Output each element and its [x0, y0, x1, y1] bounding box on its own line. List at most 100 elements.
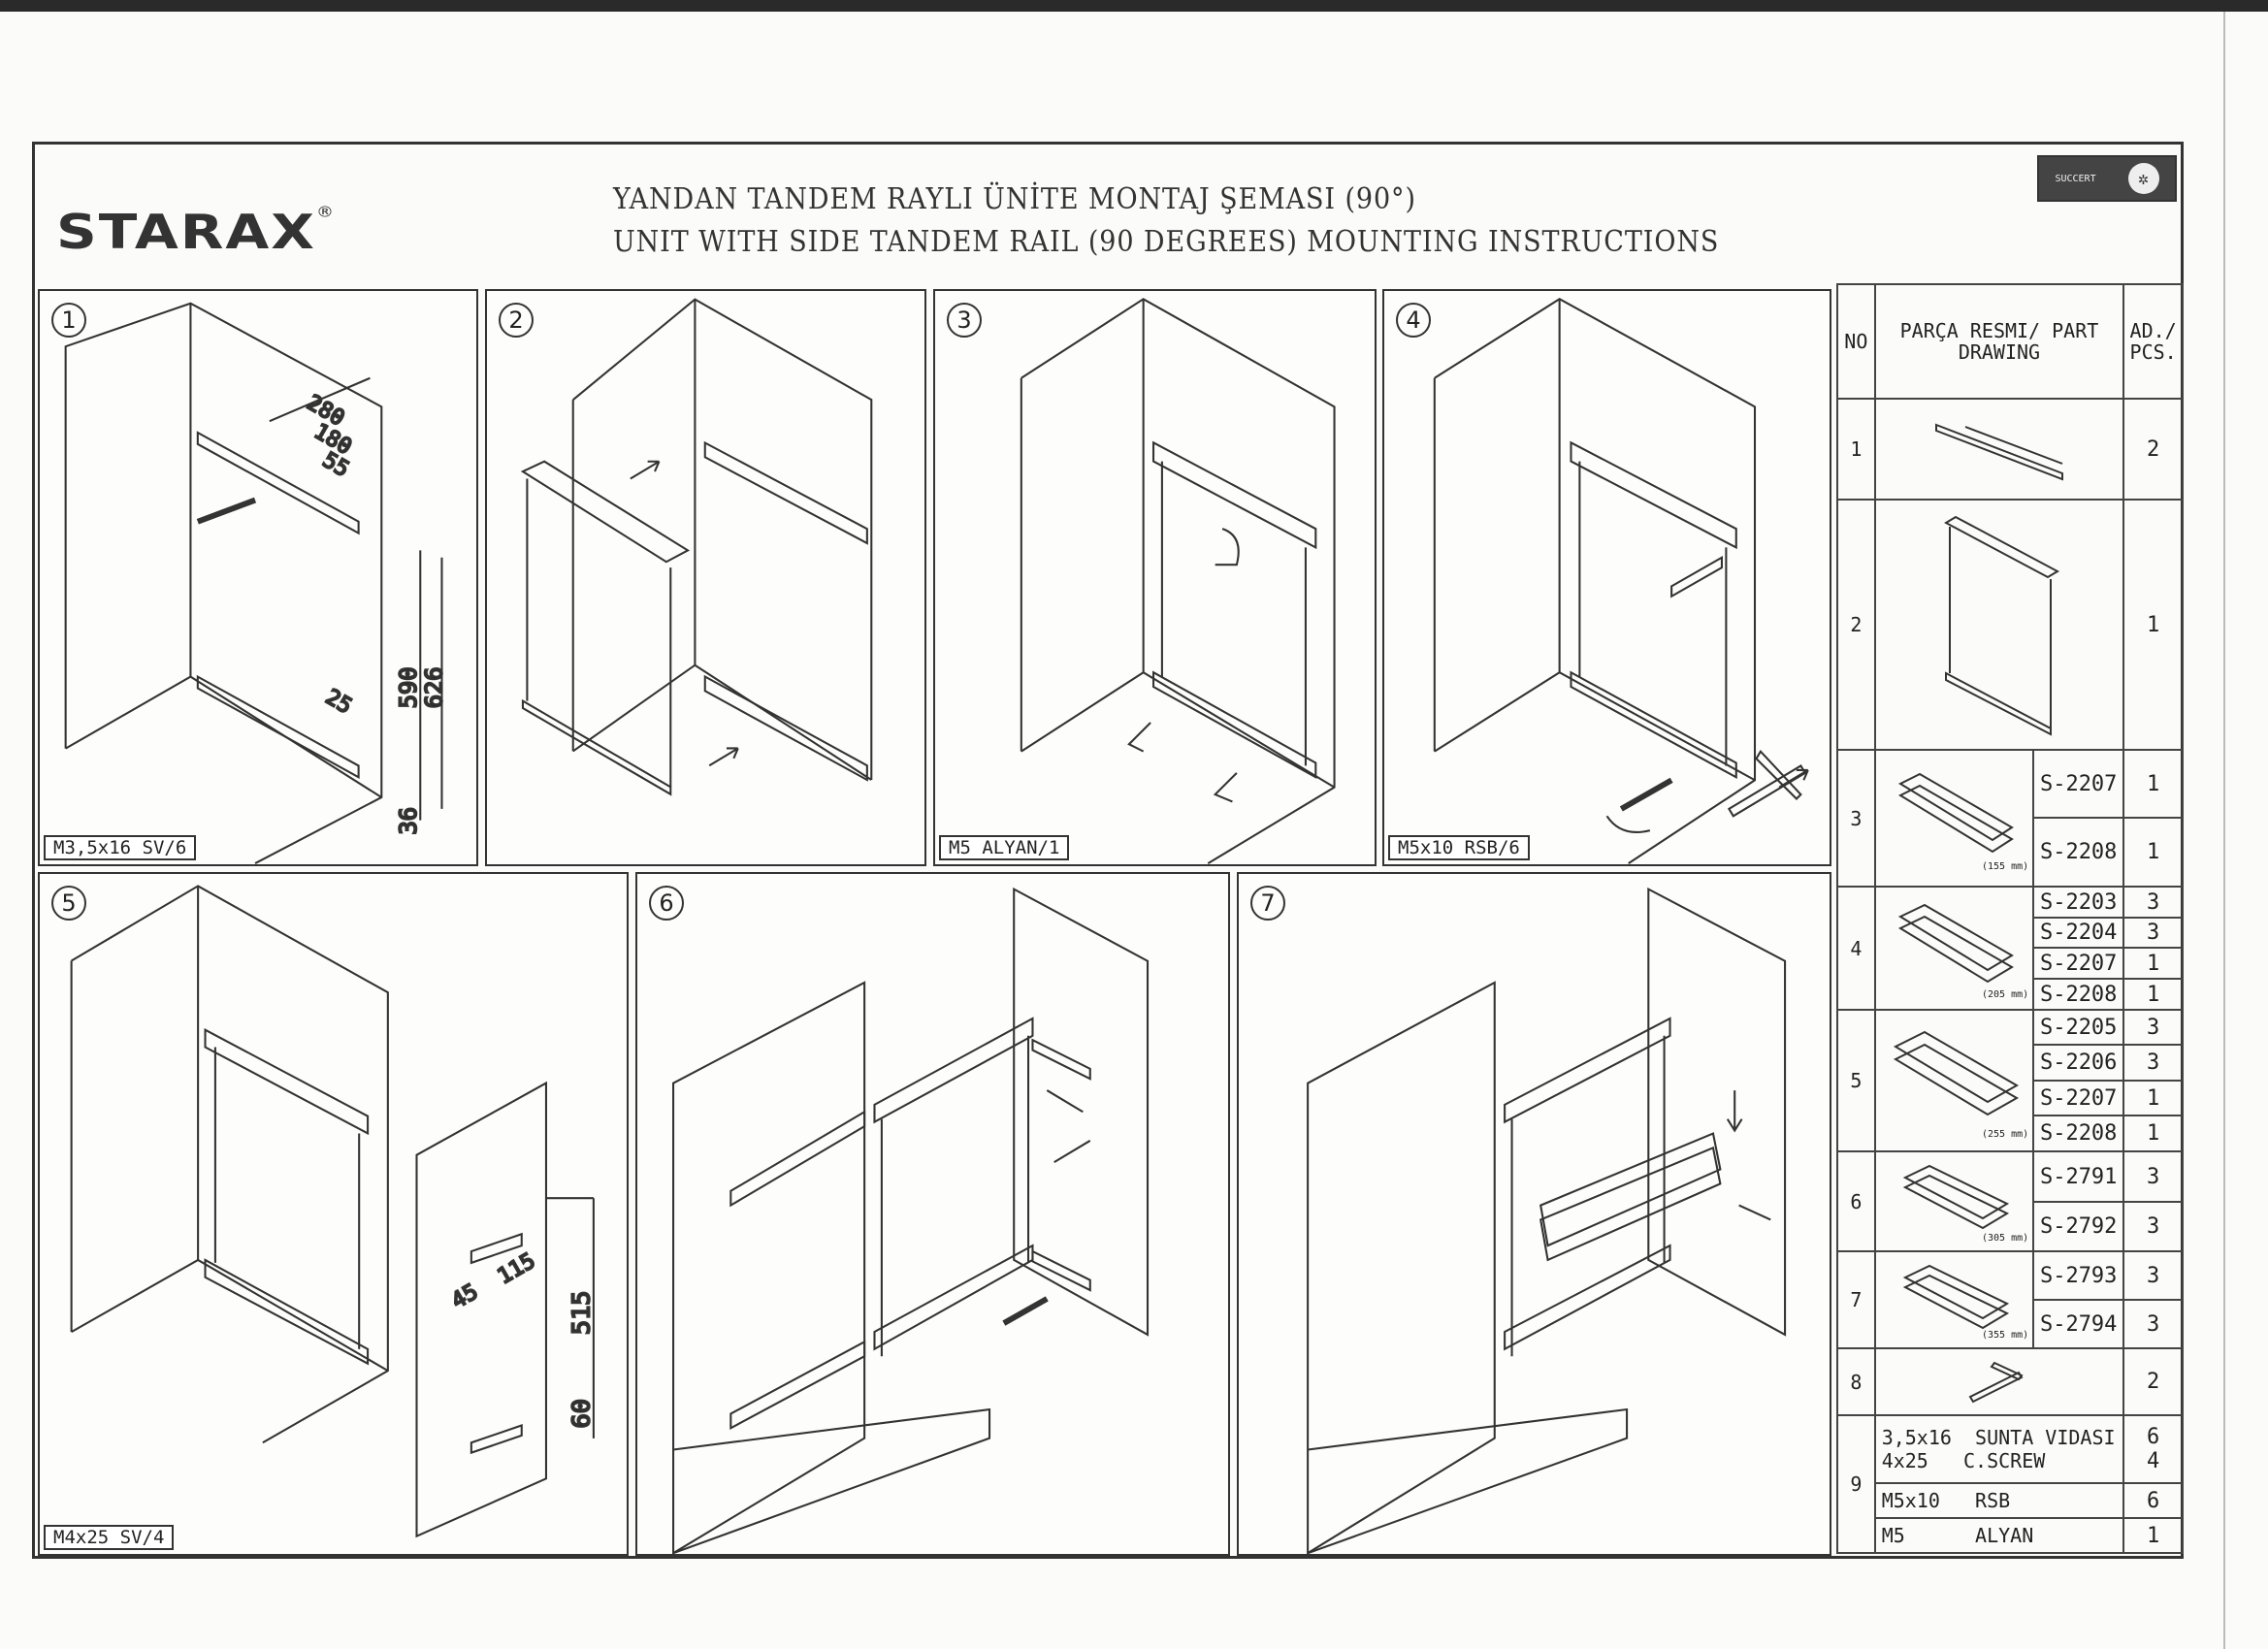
- step-number: 7: [1250, 886, 1285, 921]
- rails: [729, 1038, 1091, 1431]
- dim-515: 515: [567, 1291, 595, 1336]
- step-4-panel: 4 M5x10 RSB/6: [1382, 289, 1831, 866]
- row-qty: 2: [2122, 398, 2184, 501]
- part-code: S-2207: [2032, 749, 2125, 819]
- hardware-screws: 3,5x16 SUNTA VIDASI 4x25 C.SCREW: [1873, 1414, 2125, 1484]
- scan-top-edge: [0, 0, 2268, 12]
- cert-seal-icon: ✲: [2127, 163, 2159, 194]
- row-no: 9: [1836, 1414, 1876, 1554]
- part-qty: 3: [2122, 886, 2184, 919]
- arrow-icon: [1046, 1089, 1091, 1164]
- step-7-drawing: [1307, 887, 1787, 1554]
- parts-table: NO PARÇA RESMI/ PART DRAWING AD./ PCS. 1…: [1836, 283, 2184, 1554]
- door-panel: [415, 1081, 547, 1538]
- table-row: 3 (155 mm) S-2207 1: [1836, 749, 2184, 888]
- basket-size: (205 mm): [1981, 988, 2029, 1000]
- step-6-panel: 6: [635, 872, 1230, 1556]
- hardware-spec: 3,5x16: [1881, 1426, 1952, 1449]
- row-no: 5: [1836, 1009, 1876, 1152]
- step-number: 5: [51, 886, 86, 921]
- dimension-lines: [545, 1197, 595, 1439]
- registered-mark: ®: [316, 204, 336, 221]
- dim-115: 115: [493, 1248, 539, 1290]
- starax-logo: STARAX®: [56, 204, 336, 260]
- hardware-qty-value: 4: [2146, 1449, 2160, 1473]
- dim-60: 60: [567, 1399, 595, 1428]
- screwdriver-icon: [1002, 1296, 1049, 1326]
- basket: [1539, 1132, 1722, 1262]
- part-qty: 3: [2122, 917, 2184, 949]
- part-drawing-rail: [1873, 398, 2125, 501]
- basket-drawing: (155 mm): [1873, 749, 2035, 888]
- step-3-panel: 3 M5 ALYAN/1: [933, 289, 1377, 866]
- cabinet-outline: [1020, 298, 1336, 864]
- hardware-spec: 4x25: [1881, 1449, 1928, 1472]
- fastener-label: M5x10 RSB/6: [1388, 835, 1530, 860]
- table-row: 6 (305 mm) S-2791 3: [1836, 1150, 2184, 1252]
- basket-drawing: (355 mm): [1873, 1250, 2035, 1349]
- part-code: S-2206: [2032, 1044, 2125, 1082]
- bottom-panel: [1307, 1407, 1629, 1554]
- part-qty: 3: [2122, 1009, 2184, 1046]
- fastener-label: M4x25 SV/4: [44, 1525, 175, 1550]
- title-english: UNIT WITH SIDE TANDEM RAIL (90 DEGREES) …: [613, 225, 1720, 259]
- part-qty: 3: [2122, 1044, 2184, 1082]
- part-qty: 1: [2122, 749, 2184, 819]
- step-1-drawing: 280 180 55 25 590 626 36: [64, 302, 449, 864]
- part-qty: 1: [2122, 978, 2184, 1011]
- part-qty: 1: [2122, 1115, 2184, 1152]
- header-no: NO: [1836, 283, 1876, 400]
- left-side-panel: [672, 981, 866, 1554]
- basket-size: (255 mm): [1981, 1128, 2029, 1140]
- step-3-drawing: [1020, 298, 1336, 864]
- row-no: 1: [1836, 398, 1876, 501]
- part-code: S-2208: [2032, 817, 2125, 888]
- part-code: S-2794: [2032, 1299, 2125, 1349]
- row-no: 2: [1836, 499, 1876, 751]
- header-part-drawing: PARÇA RESMI/ PART DRAWING: [1873, 283, 2125, 400]
- door-brackets: [470, 1232, 523, 1455]
- dimension-lines: [269, 376, 443, 821]
- table-row: 7 (355 mm) S-2793 3: [1836, 1250, 2184, 1349]
- part-qty: 3: [2122, 1250, 2184, 1301]
- table-row: 1 2: [1836, 398, 2184, 501]
- hardware-alyan: M5 ALYAN: [1873, 1517, 2125, 1554]
- part-drawing-corner-bracket: [1873, 1347, 2125, 1416]
- right-side-panel: [1013, 887, 1150, 1337]
- right-side-panel: [1647, 887, 1787, 1337]
- step-5-drawing: 45 115 515 60: [70, 885, 596, 1538]
- frame-unit: [1151, 440, 1317, 780]
- hardware-name: SUNTA VIDASI: [1975, 1426, 2116, 1449]
- step-1-panel: 280 180 55 25 590 626 36 1 M3,5x16 SV/6: [38, 289, 478, 866]
- table-row: 5 (255 mm) S-2205 3: [1836, 1009, 2184, 1152]
- table-row: 2 1: [1836, 499, 2184, 751]
- certification-badge: SUCCERT ✲: [2037, 155, 2177, 202]
- dim-36: 36: [395, 807, 422, 835]
- rail-lower: [703, 674, 868, 782]
- frame-unit: [204, 1027, 370, 1366]
- frame-unit: [1570, 440, 1737, 780]
- step-number: 2: [499, 303, 534, 338]
- step-2-drawing: [520, 298, 873, 796]
- left-side-panel: [1307, 981, 1496, 1554]
- rail-upper: [703, 440, 868, 545]
- bottom-panel: [672, 1407, 991, 1554]
- row-no: 3: [1836, 749, 1876, 888]
- screwdriver-icon: [1605, 777, 1673, 833]
- part-code: S-2208: [2032, 978, 2125, 1011]
- basket-size: (305 mm): [1981, 1232, 2029, 1244]
- cabinet-outline: [1433, 298, 1757, 864]
- row-no: 7: [1836, 1250, 1876, 1349]
- bottom-rail: [196, 674, 360, 780]
- part-code: S-2792: [2032, 1201, 2125, 1252]
- fastener-label: M5 ALYAN/1: [939, 835, 1070, 860]
- table-row: 4 (205 mm) S-2203 3: [1836, 886, 2184, 1011]
- part-code: S-2793: [2032, 1250, 2125, 1301]
- table-row: 8 2: [1836, 1347, 2184, 1416]
- hardware-qty-value: 1: [2122, 1517, 2184, 1554]
- top-rail: [196, 431, 360, 535]
- cert-label: SUCCERT: [2055, 173, 2096, 184]
- part-qty: 3: [2122, 1201, 2184, 1252]
- hardware-spec: M5x10: [1881, 1489, 1940, 1512]
